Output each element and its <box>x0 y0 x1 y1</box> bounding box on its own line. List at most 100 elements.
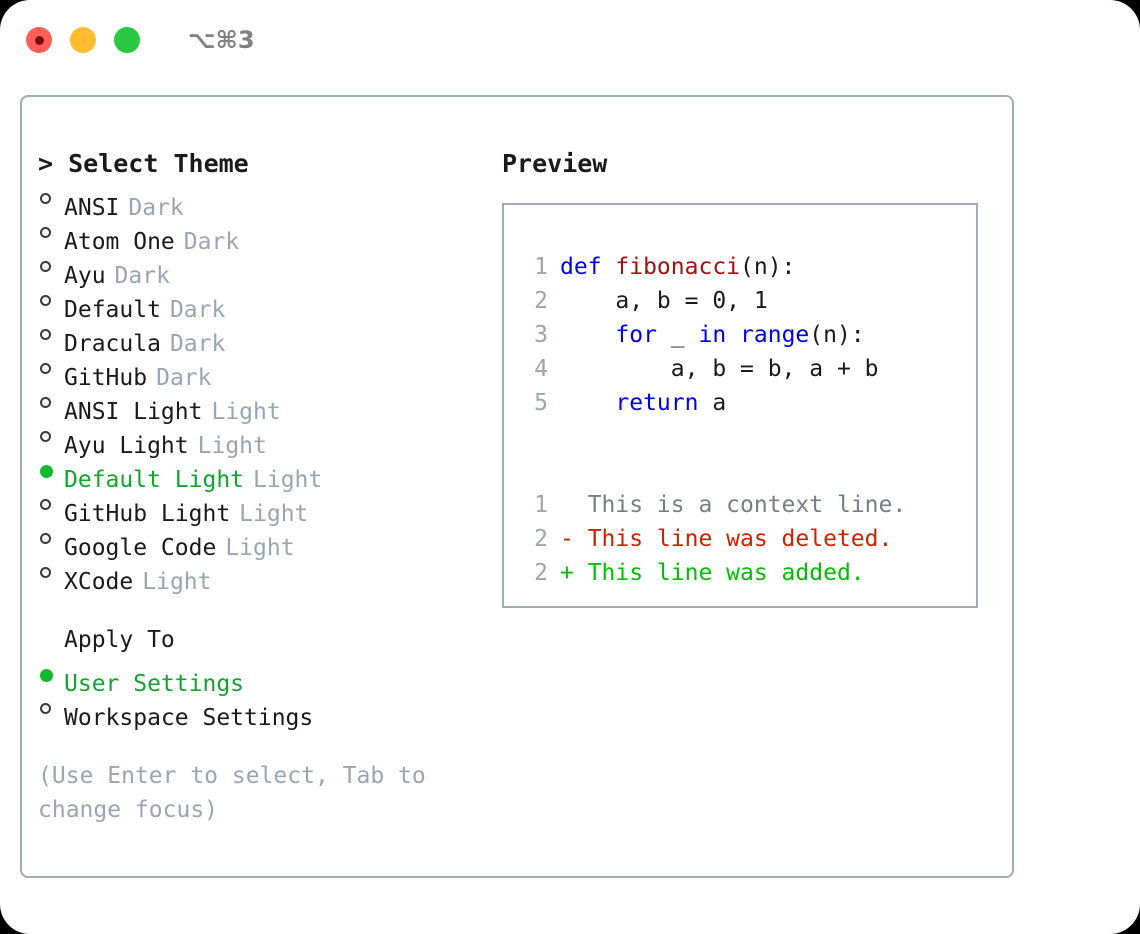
theme-variant-tag: Light <box>142 569 212 595</box>
radio-unselected-icon <box>38 283 64 317</box>
radio-unselected-icon <box>38 351 64 385</box>
apply-to-option-user-settings[interactable]: User Settings <box>38 657 468 697</box>
radio-unselected-icon <box>38 521 64 555</box>
theme-label: Dracula <box>64 331 161 357</box>
line-number: 2 <box>534 560 548 586</box>
diff-line-deleted: 2 - This line was deleted. <box>504 522 976 556</box>
radio-unselected-icon <box>38 181 64 215</box>
theme-label: ANSI Light <box>64 399 203 425</box>
theme-option-ayu-light[interactable]: Ayu Light Light <box>38 419 468 459</box>
radio-unselected-icon <box>38 691 64 725</box>
theme-label: XCode <box>64 569 134 595</box>
code-token-plain: a, b = 0, 1 <box>560 288 768 314</box>
code-line: 1 def fibonacci (n): <box>504 250 976 284</box>
theme-label: Google Code <box>64 535 217 561</box>
close-window-icon[interactable] <box>26 27 52 53</box>
code-token-plain <box>560 386 615 420</box>
line-number: 1 <box>534 254 548 280</box>
theme-label: Default Light <box>64 467 245 493</box>
theme-variant-tag: Dark <box>114 263 170 289</box>
diff-line-context: 1 This is a context line. <box>504 488 976 522</box>
code-token-plain: (n): <box>740 254 796 280</box>
radio-unselected-icon <box>38 317 64 351</box>
apply-to-label: User Settings <box>64 671 245 697</box>
minimize-window-icon[interactable] <box>70 27 96 53</box>
theme-variant-tag: Dark <box>169 297 226 323</box>
code-token-plain: a <box>698 390 727 416</box>
theme-option-xcode-light[interactable]: XCode Light <box>38 555 468 595</box>
theme-option-github-light[interactable]: GitHub Light Light <box>38 487 468 527</box>
theme-option-ansi-light[interactable]: ANSI Light Light <box>38 385 468 425</box>
apply-to-option-workspace-settings[interactable]: Workspace Settings <box>38 691 468 731</box>
radio-unselected-icon <box>38 419 64 453</box>
theme-selection-column: > Select Theme ANSI Dark Atom One Dark A… <box>38 147 468 827</box>
theme-option-ayu-dark[interactable]: Ayu Dark <box>38 249 468 289</box>
apply-to-heading: Apply To <box>64 627 175 653</box>
code-token-plain: a, b = b, a + b <box>560 356 879 382</box>
theme-variant-tag: Dark <box>169 331 226 357</box>
diff-line-added: 2 + This line was added. <box>504 556 976 590</box>
line-number: 1 <box>534 492 548 518</box>
line-number: 2 <box>534 288 548 314</box>
radio-unselected-icon <box>38 249 64 283</box>
radio-unselected-icon <box>38 555 64 589</box>
theme-label: ANSI <box>64 195 120 221</box>
code-token-plain: (n): <box>809 322 865 348</box>
radio-selected-icon <box>38 657 64 691</box>
theme-picker-panel: > Select Theme ANSI Dark Atom One Dark A… <box>20 95 1014 878</box>
radio-unselected-icon <box>38 215 64 249</box>
line-number: 3 <box>534 322 548 348</box>
theme-label: Ayu <box>64 263 106 289</box>
theme-variant-tag: Light <box>253 467 323 493</box>
theme-variant-tag: Dark <box>156 365 212 391</box>
code-token-keyword: for <box>615 322 657 348</box>
theme-option-github-dark[interactable]: GitHub Dark <box>38 351 468 391</box>
code-token-keyword: in range <box>698 322 810 348</box>
theme-label: Ayu Light <box>64 433 189 459</box>
preview-blank-line <box>504 420 976 454</box>
theme-label: GitHub Light <box>64 501 231 527</box>
theme-variant-tag: Light <box>211 399 281 425</box>
theme-variant-tag: Light <box>197 433 267 459</box>
window-titlebar: ⌥⌘3 <box>0 0 1140 80</box>
keyboard-shortcut-label: ⌥⌘3 <box>188 26 255 54</box>
theme-preview-box: 1 def fibonacci (n): 2 a, b = 0, 1 3 for <box>502 203 978 608</box>
select-theme-heading: > Select Theme <box>38 149 249 178</box>
code-line: 2 a, b = 0, 1 <box>504 284 976 318</box>
theme-label: GitHub <box>64 365 148 391</box>
diff-context-text: This is a context line. <box>560 492 907 518</box>
code-token-plain: _ <box>656 322 699 348</box>
line-number: 2 <box>534 526 548 552</box>
theme-variant-tag: Light <box>239 501 309 527</box>
theme-option-default-dark[interactable]: Default Dark <box>38 283 468 323</box>
theme-option-atom-one-dark[interactable]: Atom One Dark <box>38 215 468 255</box>
preview-heading: Preview <box>502 149 608 178</box>
radio-selected-icon <box>38 453 64 487</box>
apply-to-label: Workspace Settings <box>64 705 314 731</box>
code-token-function: fibonacci <box>615 254 741 280</box>
code-token-keyword: return <box>615 390 699 416</box>
line-number: 5 <box>534 390 548 416</box>
theme-option-default-light[interactable]: Default Light Light <box>38 453 468 493</box>
code-token-plain <box>560 318 615 352</box>
maximize-window-icon[interactable] <box>114 27 140 53</box>
code-token-keyword: def <box>560 254 616 280</box>
preview-column: Preview 1 def fibonacci (n): 2 a, b = 0,… <box>502 147 992 608</box>
theme-variant-tag: Dark <box>128 195 184 221</box>
theme-option-ansi-dark[interactable]: ANSI Dark <box>38 181 468 221</box>
code-line: 5 return a <box>504 386 976 420</box>
preview-blank-line <box>504 454 976 488</box>
code-line: 3 for _ in range (n): <box>504 318 976 352</box>
radio-unselected-icon <box>38 385 64 419</box>
theme-option-google-code-light[interactable]: Google Code Light <box>38 521 468 561</box>
theme-option-dracula-dark[interactable]: Dracula Dark <box>38 317 468 357</box>
theme-label: Atom One <box>64 229 175 255</box>
code-line: 4 a, b = b, a + b <box>504 352 976 386</box>
radio-unselected-icon <box>38 487 64 521</box>
diff-deleted-text: - This line was deleted. <box>560 526 893 552</box>
line-number: 4 <box>534 356 548 382</box>
diff-added-text: + This line was added. <box>560 560 865 586</box>
theme-variant-tag: Light <box>225 535 295 561</box>
theme-label: Default <box>64 297 161 323</box>
